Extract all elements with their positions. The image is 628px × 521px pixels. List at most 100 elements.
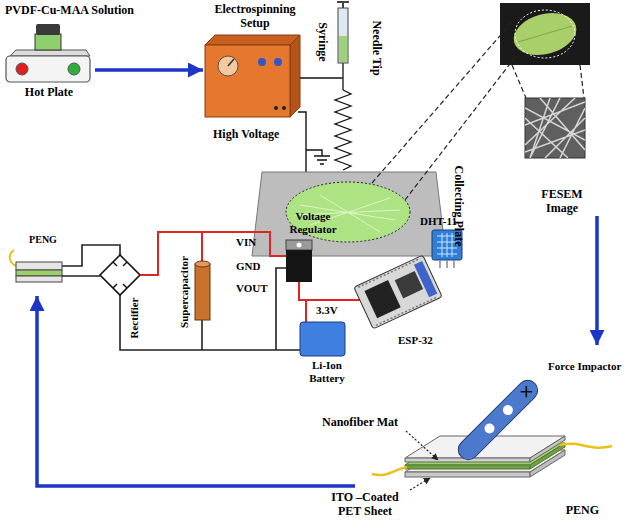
peng-electrode-wires [372, 467, 407, 475]
syringe-illustration [335, 90, 351, 170]
node-label: Electrospinning Setup [203, 3, 307, 31]
force-impactor [454, 376, 542, 464]
force-impactor [482, 421, 496, 435]
circuit-peng [16, 270, 62, 276]
flow-arrow [37, 296, 355, 486]
esp32-board [358, 259, 437, 326]
part-label: Supercapacitor [178, 256, 191, 328]
beaker-illustration [36, 24, 60, 35]
black-wires [276, 268, 286, 350]
fesem-node: FESEM Image [520, 92, 604, 216]
circuit-peng [16, 262, 62, 270]
supercapacitor-symbol [195, 261, 210, 267]
zoom-dashed-lines [372, 22, 584, 200]
part-label: PVDF-Cu-MAA Solution [5, 4, 134, 18]
circuit-peng [16, 276, 62, 282]
syringe-illustration [335, 1, 351, 170]
esp32-board [414, 261, 437, 297]
node-label: FESEM Image [534, 188, 590, 216]
part-label: Li-Ion Battery [296, 359, 358, 384]
high-voltage-wires [314, 156, 330, 164]
syringe-illustration [342, 63, 344, 90]
node-label: PENG [566, 504, 599, 518]
part-label: ITO –Coated PET Sheet [322, 491, 408, 519]
zoom-dashed-lines [372, 22, 512, 183]
hot-plate-illustration [6, 56, 90, 82]
beaker-illustration [35, 34, 61, 50]
red-wires [140, 232, 286, 275]
leaf-photo [500, 3, 590, 65]
power-supply-box [290, 35, 300, 117]
zoom-dashed-lines [512, 65, 526, 98]
leaf-photo [509, 6, 581, 61]
power-supply-box [205, 35, 300, 117]
part-label: VIN [236, 236, 256, 249]
power-supply-box [258, 58, 266, 66]
part-label: 3.3V [316, 304, 338, 317]
part-label: Force Impactor [548, 360, 621, 373]
part-label: Voltage Regulator [280, 210, 346, 235]
beaker-illustration [35, 24, 61, 50]
peng-electrode-wires [560, 444, 612, 448]
black-wires [62, 275, 100, 277]
leader-arrows [406, 431, 438, 460]
high-voltage-wires [298, 78, 343, 176]
esp32-board [364, 280, 400, 318]
red-wires [305, 300, 307, 322]
red-wires [299, 282, 360, 300]
part-label: DHT-11 [420, 215, 457, 228]
hot-plate-illustration [10, 50, 90, 56]
power-supply-box [282, 106, 286, 110]
syringe-illustration [337, 1, 349, 3]
flow-arrow [595, 216, 599, 345]
supercapacitor-symbol [195, 264, 210, 320]
voltage-regulator-symbol [286, 240, 312, 282]
part-label: VOUT [236, 282, 268, 295]
part-label: Rectifier [128, 298, 141, 339]
power-supply-box [274, 106, 278, 110]
voltage-regulator-symbol [286, 250, 312, 282]
supercapacitor-symbol [195, 261, 210, 320]
power-supply-box [205, 45, 290, 117]
high-voltage-wires [306, 150, 322, 156]
circuit-peng-node: PENG [8, 234, 78, 296]
peng-device-layers [405, 465, 530, 469]
red-wires [201, 232, 203, 262]
voltage-regulator-symbol [297, 243, 302, 248]
part-label: Syringe [315, 22, 329, 61]
high-voltage-wires [298, 112, 306, 176]
part-label: High Voltage [213, 128, 279, 142]
esp32-board [354, 255, 442, 329]
fesem-image [525, 98, 585, 158]
syringe-illustration [338, 8, 348, 63]
fesem-fibers [525, 98, 585, 158]
high-voltage-wires [300, 77, 343, 78]
power-supply-box [205, 35, 300, 45]
leader-arrows [410, 478, 430, 490]
part-label: Needle Tip [369, 20, 383, 75]
black-wires [201, 320, 203, 350]
power-supply-box [228, 59, 234, 66]
esp32-board [354, 255, 442, 329]
node-label: PENG [29, 234, 57, 246]
peng-device-layers [405, 472, 530, 477]
voltage-regulator-symbol [286, 240, 312, 250]
electrospinning-node: Electrospinning Setup [203, 3, 307, 120]
leaf-photo [500, 3, 590, 65]
power-supply-box [274, 58, 282, 66]
force-impactor [501, 403, 515, 417]
hot-plate-node: Hot Plate [3, 45, 95, 100]
syringe-illustration [339, 36, 347, 62]
circuit-peng [10, 250, 62, 282]
leaf-photo [515, 10, 575, 58]
battery-symbol [300, 322, 345, 356]
battery-symbol [300, 322, 345, 356]
leader-arrows [406, 431, 438, 490]
rectifier-symbol [100, 255, 140, 295]
force-impactor [454, 376, 542, 464]
part-label: Nanofiber Mat [322, 416, 398, 430]
dht11-sensor [440, 260, 454, 268]
